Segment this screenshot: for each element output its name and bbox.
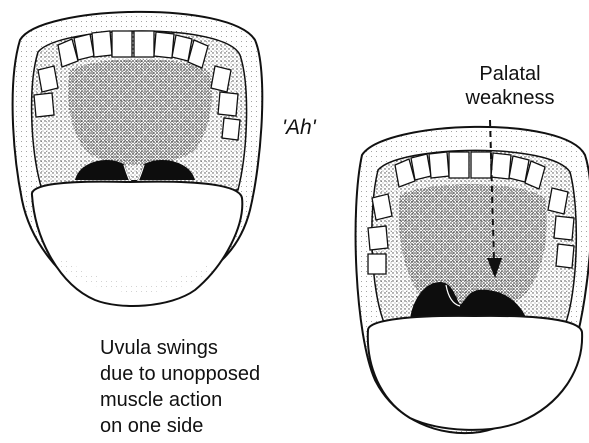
ah-label: 'Ah' xyxy=(282,116,316,140)
uvula-caption: Uvula swings due to unopposed muscle act… xyxy=(100,335,260,439)
uvula-caption-line-4: on one side xyxy=(100,413,260,439)
mouth-palatal-weakness xyxy=(356,127,589,433)
palatal-weakness-line-1: Palatal xyxy=(450,62,570,86)
palate-normal xyxy=(68,59,212,165)
tongue-affected xyxy=(368,316,582,430)
uvula-caption-line-2: due to unopposed xyxy=(100,361,260,387)
uvula-caption-line-3: muscle action xyxy=(100,387,260,413)
mouth-normal xyxy=(13,12,263,306)
palate-affected xyxy=(399,184,547,310)
palatal-weakness-line-2: weakness xyxy=(450,86,570,110)
palatal-weakness-label: Palatal weakness xyxy=(450,62,570,110)
uvula-caption-line-1: Uvula swings xyxy=(100,335,260,361)
